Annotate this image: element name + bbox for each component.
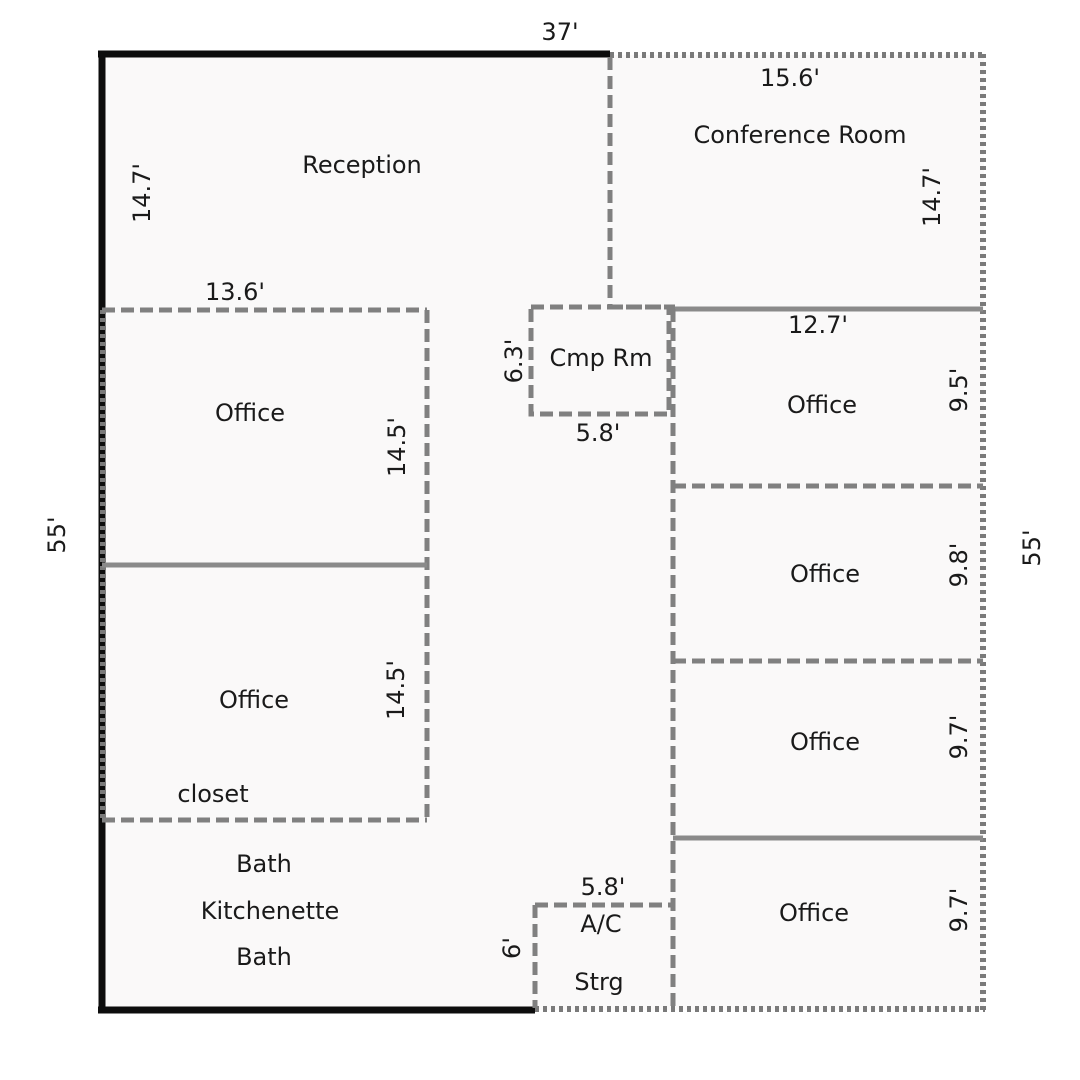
closet-label: closet [177, 780, 248, 808]
right-office-2-label: Office [790, 560, 860, 588]
right-office-4-label: Office [779, 899, 849, 927]
cmp-rm-height-dim: 6.3' [500, 339, 528, 384]
floor-area [102, 55, 984, 1010]
ac-strg-height-dim: 6' [498, 937, 526, 959]
right-office-1-width-dim: 12.7' [788, 311, 848, 339]
left-office-1-height-dim: 14.5' [383, 417, 411, 477]
right-office-3-label: Office [790, 728, 860, 756]
right-office-4-height-dim: 9.7' [945, 888, 973, 933]
reception-label: Reception [302, 151, 422, 179]
left-office-2-height-dim: 14.5' [382, 660, 410, 720]
cmp-rm-label: Cmp Rm [549, 344, 652, 372]
outer-width-dim: 37' [541, 18, 578, 46]
reception-height-dim: 14.7' [128, 163, 156, 223]
cmp-rm-width-dim: 5.8' [576, 419, 621, 447]
left-office-1-width-dim: 13.6' [205, 278, 265, 306]
conference-height-dim: 14.7' [918, 167, 946, 227]
bath-label-top: Bath [236, 850, 292, 878]
bath-label-bottom: Bath [236, 943, 292, 971]
ac-label: A/C [580, 910, 621, 938]
outer-height-right-dim: 55' [1018, 529, 1046, 566]
outer-height-left-dim: 55' [43, 516, 71, 553]
right-office-3-height-dim: 9.7' [945, 715, 973, 760]
right-office-1-label: Office [787, 391, 857, 419]
right-office-1-height-dim: 9.5' [945, 368, 973, 413]
right-office-2-height-dim: 9.8' [945, 543, 973, 588]
strg-label: Strg [574, 968, 623, 996]
left-office-2-label: Office [219, 686, 289, 714]
left-office-1-label: Office [215, 399, 285, 427]
ac-strg-width-dim: 5.8' [581, 873, 626, 901]
conference-label: Conference Room [693, 121, 906, 149]
cmp-rm-walls [528, 304, 672, 417]
kitchenette-label: Kitchenette [201, 897, 340, 925]
conference-width-dim: 15.6' [760, 64, 820, 92]
